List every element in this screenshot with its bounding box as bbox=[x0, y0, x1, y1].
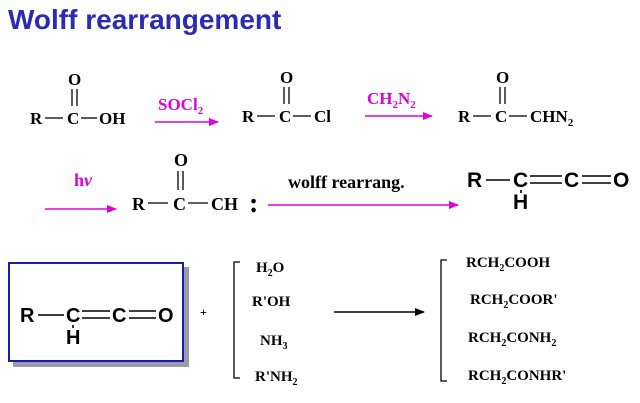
reagent-hv: hv bbox=[74, 170, 93, 190]
diazo-carbon: C bbox=[495, 107, 507, 126]
carbene-lone-pair: : bbox=[249, 188, 258, 219]
acid-carbon: C bbox=[67, 109, 79, 128]
diazo-r: R bbox=[458, 107, 471, 126]
boxed-ketene-carbon-2: C bbox=[112, 305, 126, 327]
arrow-ch2n2: CH2N2 bbox=[365, 89, 433, 120]
carboxylic-acid: O R C OH bbox=[30, 70, 125, 128]
ketene-hydrogen: H bbox=[513, 191, 528, 214]
plus-sign: + bbox=[200, 305, 207, 319]
acyl-carbon: C bbox=[279, 107, 291, 126]
boxed-ketene-carbon-1: C bbox=[66, 305, 80, 327]
arrow-wolff: wolff rearrang. bbox=[268, 172, 459, 209]
carbene-carbon: C bbox=[173, 194, 186, 214]
diazo-oxygen: O bbox=[496, 68, 509, 87]
arrow-hv: hv bbox=[45, 170, 117, 213]
boxed-ketene-oxygen: O bbox=[158, 305, 174, 327]
acyl-oxygen: O bbox=[280, 68, 293, 87]
diazo-chn2: CHN2 bbox=[530, 107, 574, 129]
acyl-cl: Cl bbox=[314, 107, 331, 126]
carbene-r: R bbox=[132, 194, 146, 214]
reagent-water: H2O bbox=[256, 260, 284, 279]
reagent-ch2n2: CH2N2 bbox=[367, 89, 416, 111]
product-acid: RCH2COOH bbox=[466, 255, 551, 274]
ketene-r: R bbox=[467, 169, 482, 192]
product-amide: RCH2CONH2 bbox=[468, 330, 556, 349]
boxed-ketene-r: R bbox=[20, 305, 35, 327]
acid-oh: OH bbox=[99, 109, 125, 128]
acyl-chloride: O R C Cl bbox=[242, 68, 331, 126]
reagent-bracket bbox=[233, 261, 240, 379]
carbene-ch: CH bbox=[211, 194, 238, 214]
boxed-ketene: R C C O H bbox=[20, 305, 174, 349]
wolff-label: wolff rearrang. bbox=[288, 172, 405, 192]
reagent-ammonia: NH3 bbox=[260, 333, 288, 352]
ketene-carbon-1: C bbox=[513, 169, 528, 192]
arrow-socl2: SOCl2 bbox=[155, 95, 219, 126]
product-bracket bbox=[440, 259, 447, 382]
acid-r: R bbox=[30, 109, 43, 128]
reagent-socl2: SOCl2 bbox=[158, 95, 204, 117]
page-title: Wolff rearrangement bbox=[8, 4, 282, 35]
nucleophile-list: H2O R'OH NH3 R'NH2 bbox=[252, 260, 298, 388]
reagent-alcohol: R'OH bbox=[252, 294, 291, 310]
ketene-box: R C C O H bbox=[8, 262, 184, 362]
ketene-oxygen: O bbox=[613, 169, 629, 192]
ketene-carbon-2: C bbox=[564, 169, 579, 192]
boxed-ketene-hydrogen: H bbox=[66, 327, 80, 349]
carbene-oxygen: O bbox=[174, 150, 188, 170]
product-substituted-amide: RCH2CONHR' bbox=[468, 368, 566, 387]
acyl-r: R bbox=[242, 107, 255, 126]
reagent-amine: R'NH2 bbox=[255, 369, 298, 388]
acid-oxygen: O bbox=[68, 70, 81, 89]
product-list: RCH2COOH RCH2COOR' RCH2CONH2 RCH2CONHR' bbox=[466, 255, 566, 387]
product-ester: RCH2COOR' bbox=[470, 292, 558, 311]
ketene-product: R C C O H bbox=[467, 169, 629, 214]
diazoketone: O R C CHN2 bbox=[458, 68, 574, 129]
acyl-carbene: O R C CH : bbox=[132, 150, 258, 219]
